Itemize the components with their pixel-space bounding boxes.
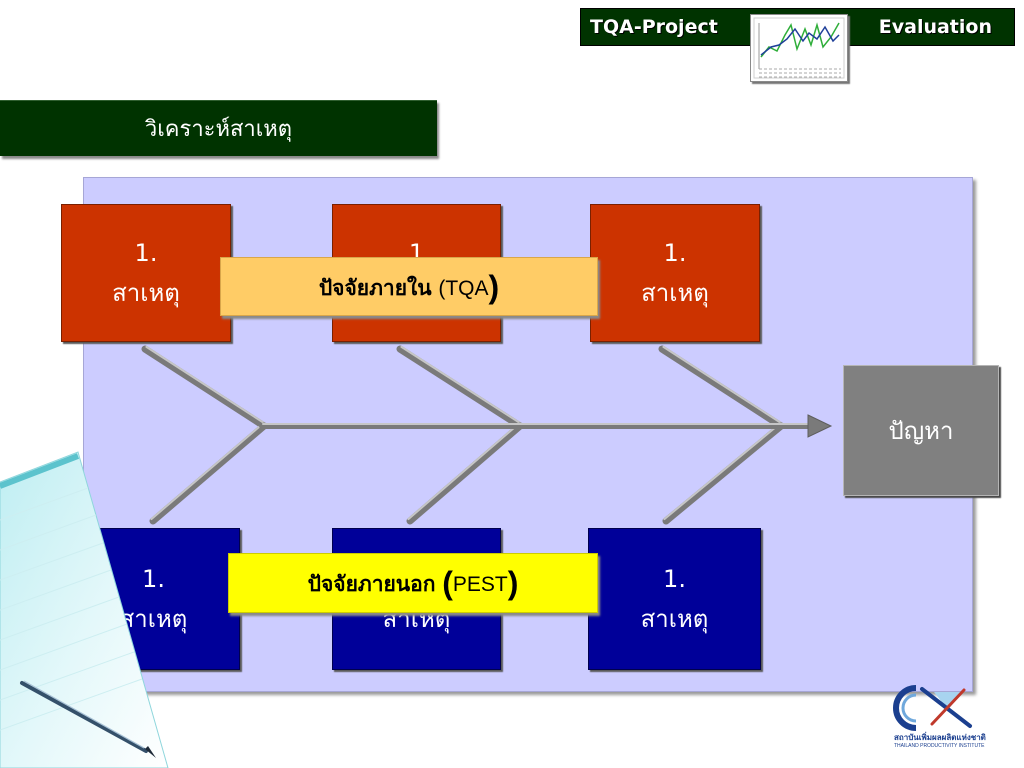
notepad-rule <box>0 596 120 641</box>
pen-highlight <box>23 680 145 749</box>
fishbone-spine <box>259 414 833 438</box>
cause-label: สาเหตุ <box>641 279 709 307</box>
bone-bottom-2 <box>406 422 524 525</box>
internal-factor-text: ปัจจัยภายใน (TQA) <box>319 271 499 303</box>
logo-outer-arc <box>893 685 917 731</box>
notepad-ruled-lines <box>0 487 143 731</box>
bone-shaft <box>141 345 268 430</box>
internal-factor-close-paren: ) <box>488 268 500 305</box>
external-factor-open-paren: ( <box>442 565 453 601</box>
logo-stroke-red <box>930 688 966 726</box>
cause-box-top-1: 1. สาเหตุ <box>61 204 231 342</box>
external-factor-code: PEST <box>452 573 508 596</box>
bone-bottom-3 <box>662 422 785 525</box>
header-project-label: TQA-Project <box>590 16 718 38</box>
pen-icon <box>20 680 156 758</box>
external-factor-label: ปัจจัยภายนอก <box>307 572 436 596</box>
pen-body <box>20 681 148 753</box>
logo-name-thai: สถาบันเพิ่มผลผลิตแห่งชาติ <box>894 733 986 742</box>
cause-number: 1. <box>663 239 687 267</box>
bone-top-1 <box>141 345 268 430</box>
internal-factor-open-paren: ( <box>438 276 446 300</box>
notepad-rule <box>0 651 135 701</box>
notepad-rule <box>0 487 89 521</box>
bone-highlight <box>662 345 784 425</box>
chart-icon-frame <box>753 17 845 79</box>
cause-label: สาเหตุ <box>119 605 188 633</box>
bone-shaft <box>396 345 524 430</box>
cause-label: สาเหตุ <box>640 605 709 633</box>
bone-highlight <box>663 423 781 521</box>
logo-name-english: THAILAND PRODUCTIVITY INSTITUTE <box>894 743 985 749</box>
cause-label: สาเหตุ <box>112 279 180 307</box>
external-factor-text: ปัจจัยภายนอก (PEST) <box>308 567 519 599</box>
cause-box-bottom-3: 1. สาเหตุ <box>588 528 761 670</box>
chart-icon-gridlines <box>759 68 841 78</box>
bone-top-2 <box>396 345 524 430</box>
header-evaluation-label: Evaluation <box>878 16 992 38</box>
tpi-logo-icon <box>893 685 972 731</box>
cause-number: 1. <box>134 239 158 267</box>
cause-box-top-3: 1. สาเหตุ <box>590 204 760 342</box>
line-chart-icon <box>750 14 848 82</box>
notepad-rule <box>0 569 112 611</box>
bone-shaft <box>662 422 785 525</box>
internal-factor-label: ปัจจัยภายใน <box>318 275 432 300</box>
notepad-rule <box>0 678 143 731</box>
notepad-rule <box>0 514 97 551</box>
internal-factor-code: TQA <box>445 276 489 300</box>
bone-shaft <box>658 345 785 430</box>
tpi-logo: สถาบันเพิ่มผลผลิตแห่งชาติ THAILAND PRODU… <box>890 684 994 756</box>
bone-highlight <box>145 345 267 425</box>
internal-factor-banner: ปัจจัยภายใน (TQA) <box>220 257 598 316</box>
bone-highlight <box>400 345 523 425</box>
bone-top-3 <box>658 345 785 430</box>
notepad-rule <box>0 623 128 671</box>
external-factor-banner: ปัจจัยภายนอก (PEST) <box>228 553 598 613</box>
spine-arrowhead <box>807 414 833 438</box>
section-title-label: วิเคราะห์สาเหตุ <box>144 117 293 142</box>
external-factor-close-paren: ) <box>507 565 519 601</box>
bone-shaft <box>406 422 524 525</box>
bone-highlight <box>150 423 264 521</box>
chart-icon-blue-line <box>760 25 840 56</box>
bone-bottom-1 <box>149 422 268 525</box>
pen-tip <box>145 746 156 758</box>
problem-label: ปัญหา <box>888 417 954 445</box>
notepad-rule <box>0 542 104 581</box>
logo-triangle <box>934 692 962 710</box>
section-title: วิเคราะห์สาเหตุ <box>0 100 437 156</box>
logo-inner-arc <box>901 693 917 723</box>
cause-number: 1. <box>142 565 165 593</box>
notepad-pen-icon <box>0 451 169 768</box>
problem-box: ปัญหา <box>843 365 999 496</box>
cause-number: 1. <box>663 565 686 593</box>
line-chart-graphic <box>753 17 845 79</box>
notepad-binding <box>0 453 80 489</box>
bone-highlight <box>407 423 520 521</box>
bone-shaft <box>149 422 268 525</box>
